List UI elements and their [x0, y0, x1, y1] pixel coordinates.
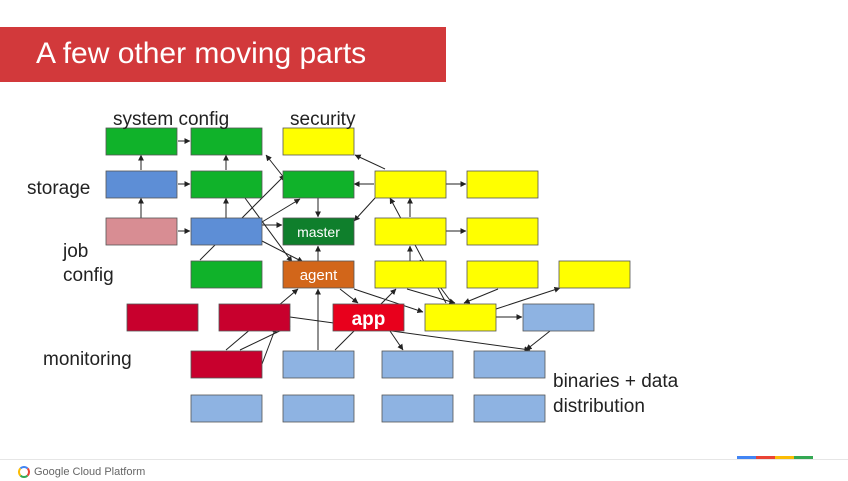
storage-box [105, 170, 178, 199]
system-config-box [105, 127, 178, 156]
distribution-box [282, 394, 355, 423]
distribution-box [190, 394, 263, 423]
green-box [190, 170, 263, 199]
label-system-config: system config [113, 109, 230, 130]
footer-brand: Google Cloud Platform [34, 465, 146, 478]
accent-color-strip [737, 456, 813, 459]
yellow-box [374, 217, 447, 246]
monitoring-box [126, 303, 199, 332]
green-box [190, 260, 263, 289]
job-config-box [105, 217, 178, 246]
yellow-box [466, 170, 539, 199]
distribution-box [381, 394, 454, 423]
yellow-box [558, 260, 631, 289]
connectors [138, 138, 561, 365]
blue-box [190, 217, 263, 246]
master-box [282, 217, 355, 246]
system-config-box [190, 127, 263, 156]
green-box [282, 170, 355, 199]
yellow-box [466, 260, 539, 289]
footer-divider [0, 459, 848, 460]
accent-red [756, 456, 775, 459]
app-label: app [352, 309, 386, 330]
label-storage: storage [27, 178, 91, 199]
yellow-box [466, 217, 539, 246]
binaries-box [473, 350, 546, 379]
yellow-box [374, 170, 447, 199]
label-binaries-data: binaries + data [553, 371, 679, 392]
accent-yellow [775, 456, 794, 459]
app-box [332, 303, 405, 332]
label-security: security [290, 109, 356, 130]
monitoring-box [190, 350, 263, 379]
agent-box [282, 260, 355, 289]
agent-label: agent [300, 267, 338, 284]
monitoring-box [218, 303, 291, 332]
label-job: job [63, 241, 89, 262]
accent-blue [737, 456, 756, 459]
slide-title: A few other moving parts [36, 37, 367, 70]
title-banner: A few other moving parts [0, 27, 446, 82]
accent-green [794, 456, 813, 459]
yellow-box [424, 303, 497, 332]
light-blue-box [522, 303, 595, 332]
master-label: master [297, 224, 340, 240]
label-distribution: distribution [553, 396, 645, 417]
google-cloud-icon [18, 465, 30, 478]
security-box [282, 127, 355, 156]
google-cloud-platform-logo: Google Cloud Platform [18, 463, 146, 478]
binaries-box [282, 350, 355, 379]
yellow-box [374, 260, 447, 289]
label-config: config [63, 265, 114, 286]
label-monitoring: monitoring [43, 349, 132, 370]
distribution-box [473, 394, 546, 423]
binaries-box [381, 350, 454, 379]
